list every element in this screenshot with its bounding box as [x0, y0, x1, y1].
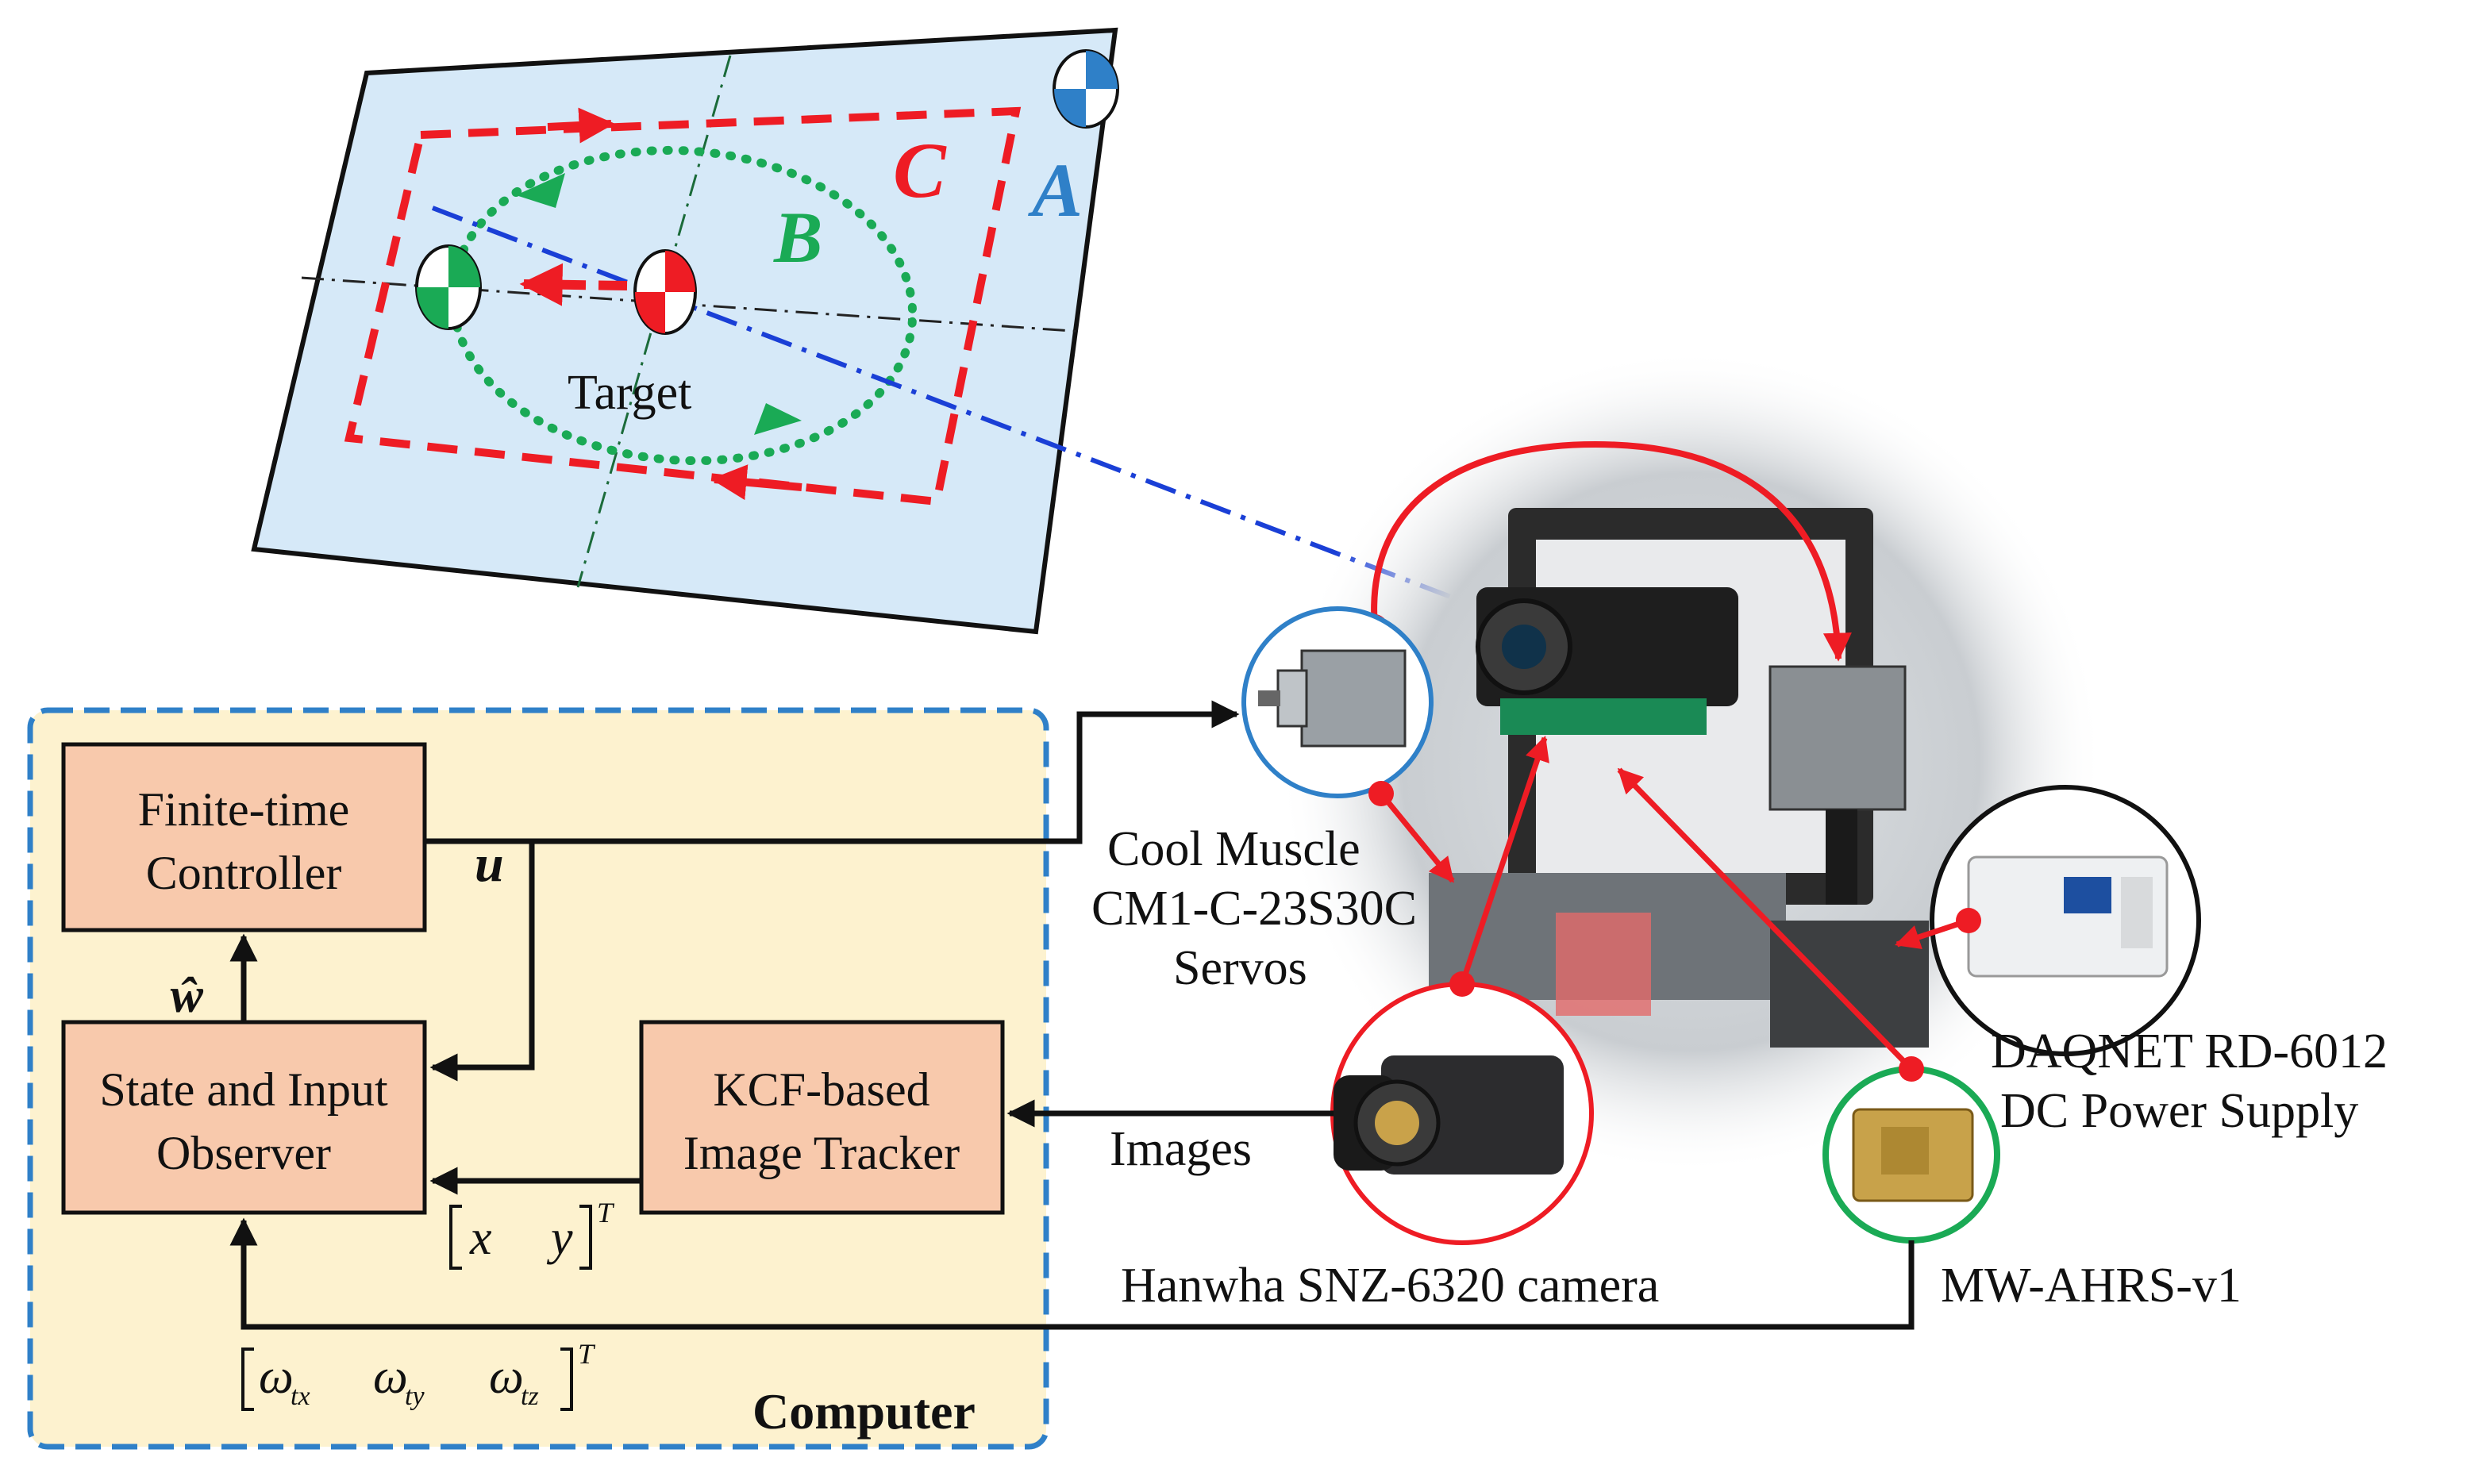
power-device [1895, 785, 2201, 1056]
tracker-block [639, 1020, 1005, 1215]
hardware-photo [1278, 349, 2103, 1175]
marker-a-icon [1053, 49, 1119, 129]
marker-target-icon [633, 249, 697, 335]
omega-transpose: T [578, 1338, 596, 1370]
path-b-ellipse [448, 145, 918, 466]
xy-transpose: T [597, 1197, 615, 1228]
camera-icon [1334, 1055, 1564, 1175]
servo-label-line3: Servos [1173, 941, 1307, 995]
u-label: u [475, 835, 504, 893]
gimbal-green-bracket [1500, 698, 1707, 735]
omega-y-sub: ty [405, 1382, 425, 1411]
omega-x: ω [259, 1350, 294, 1404]
marker-green-icon [415, 244, 482, 330]
servo-device [1241, 606, 1455, 883]
label-c: C [893, 126, 947, 214]
computer-box: Computer Finite-time Controller State an… [27, 700, 1915, 1450]
omega-x-sub: tx [291, 1382, 310, 1411]
power-label-line2: DC Power Supply [2000, 1084, 2358, 1138]
power-supply-icon [1967, 855, 2169, 978]
label-a: A [1028, 148, 1083, 233]
w-hat-label: ŵ [170, 969, 204, 1023]
omega-z: ω [489, 1350, 524, 1404]
omega-z-sub: tz [521, 1382, 539, 1411]
path-c-arrow-top [547, 107, 615, 144]
omega-y: ω [373, 1350, 408, 1404]
ahrs-device [1617, 767, 2000, 1244]
u-signal-line [425, 700, 1240, 844]
controller-line2: Controller [146, 847, 342, 899]
target-label: Target [568, 366, 691, 420]
computer-label: Computer [752, 1383, 976, 1440]
target-motion-arrow [519, 263, 628, 306]
label-b: B [773, 197, 822, 278]
path-b-arrow-bottom [754, 403, 802, 435]
observer-block [61, 1020, 427, 1215]
tracker-line1: KCF-based [713, 1063, 929, 1116]
xy-vector: x y T [449, 1197, 615, 1270]
servo-connector [1379, 791, 1455, 883]
tracker-line2: Image Tracker [683, 1127, 960, 1179]
observer-line2: Observer [156, 1127, 331, 1179]
path-c-arrow-bottom [710, 464, 802, 501]
servo-motor-icon [1258, 649, 1407, 748]
target-plane: C A B Target [251, 27, 1676, 685]
ahrs-label: MW-AHRS-v1 [1941, 1259, 2242, 1313]
pan-rotation-arrow [1371, 440, 1852, 662]
camera-device [1330, 736, 1594, 1245]
gimbal-side-motor [1768, 665, 1907, 811]
xy-y: y [546, 1211, 573, 1265]
ahrs-sensor-icon [1852, 1108, 1974, 1202]
u-feedback-line [429, 841, 535, 1082]
path-c-rectangle [344, 106, 1022, 506]
observer-line1: State and Input [99, 1063, 388, 1116]
images-label: Images [1110, 1122, 1252, 1176]
plane-surface [251, 27, 1118, 635]
servo-label-line1: Cool Muscle [1107, 822, 1361, 876]
ahrs-connector [1617, 767, 1914, 1071]
power-label-line1: DAQNET RD-6012 [1991, 1025, 2388, 1078]
controller-block [61, 742, 427, 932]
camera-label: Hanwha SNZ-6320 camera [1121, 1259, 1659, 1313]
ahrs-to-observer-line [229, 1217, 1915, 1330]
plane-vertical-axis [576, 55, 732, 588]
servo-label-line2: CM1-C-23S30C [1091, 882, 1417, 936]
path-b-arrow-top [516, 173, 565, 208]
camera-connector [1459, 736, 1549, 986]
controller-line1: Finite-time [138, 783, 350, 836]
xy-x: x [469, 1211, 492, 1265]
omega-vector: ω tx ω ty ω tz T [241, 1338, 596, 1411]
